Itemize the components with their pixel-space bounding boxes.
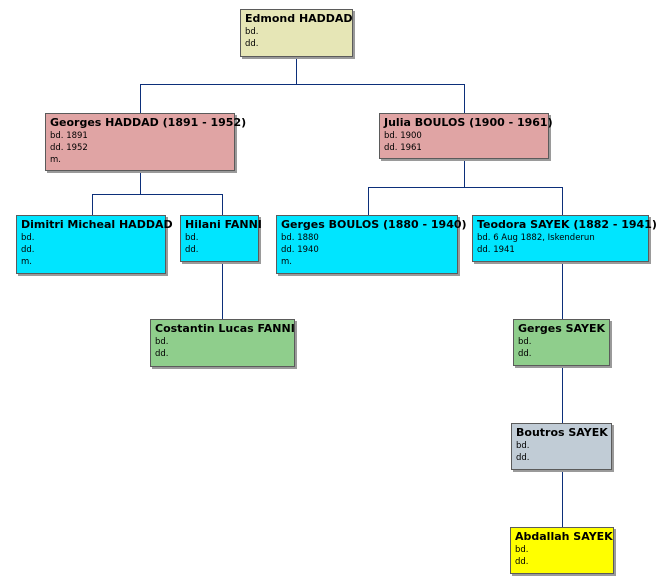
birth-detail: bd. [516, 441, 530, 451]
marriage-detail: m. [281, 257, 292, 267]
person-card-hilani-fanni[interactable]: Hilani FANNI bd. dd. [180, 215, 262, 262]
connector-line [140, 84, 464, 85]
person-name: Georges HADDAD (1891 - 1952) [50, 116, 247, 129]
connector-line [464, 159, 465, 187]
person-name: Edmond HADDAD [245, 12, 353, 25]
person-name: Teodora SAYEK (1882 - 1941) [477, 218, 657, 231]
person-name: Hilani FANNI [185, 218, 262, 231]
connector-line [562, 470, 563, 527]
person-card-abdallah-sayek[interactable]: Abdallah SAYEK bd. dd. [510, 527, 614, 574]
birth-detail: bd. 1880 [281, 233, 319, 243]
person-card-boutros-sayek[interactable]: Boutros SAYEK bd. dd. [511, 423, 612, 470]
birth-detail: bd. 6 Aug 1882, Iskenderun [477, 233, 595, 243]
connector-line [562, 262, 563, 319]
person-card-gerges-boulos[interactable]: Gerges BOULOS (1880 - 1940) bd. 1880 dd.… [276, 215, 467, 274]
connector-line [222, 262, 223, 319]
death-detail: dd. [185, 245, 199, 255]
connector-line [92, 194, 93, 215]
death-detail: dd. [21, 245, 35, 255]
death-detail: dd. [245, 39, 259, 49]
person-name: Boutros SAYEK [516, 426, 608, 439]
birth-detail: bd. [518, 337, 532, 347]
person-card-georges-haddad[interactable]: Georges HADDAD (1891 - 1952) bd. 1891 dd… [45, 113, 247, 171]
birth-detail: bd. [185, 233, 199, 243]
birth-detail: bd. [515, 545, 529, 555]
death-detail: dd. [515, 557, 529, 567]
connector-line [296, 57, 297, 84]
death-detail: dd. [516, 453, 530, 463]
birth-detail: bd. 1891 [50, 131, 88, 141]
connector-line [140, 84, 141, 113]
birth-detail: bd. 1900 [384, 131, 422, 141]
person-name: Costantin Lucas FANNI [155, 322, 295, 335]
birth-detail: bd. [155, 337, 169, 347]
person-name: Dimitri Micheal HADDAD [21, 218, 173, 231]
person-name: Gerges BOULOS (1880 - 1940) [281, 218, 467, 231]
connector-line [140, 171, 141, 194]
birth-detail: bd. [245, 27, 259, 37]
connector-line [562, 366, 563, 423]
person-card-teodora-sayek[interactable]: Teodora SAYEK (1882 - 1941) bd. 6 Aug 18… [472, 215, 657, 262]
connector-line [368, 187, 369, 215]
marriage-detail: m. [21, 257, 32, 267]
death-detail: dd. 1952 [50, 143, 88, 153]
person-card-gerges-sayek[interactable]: Gerges SAYEK bd. dd. [513, 319, 610, 366]
person-card-costantin-fanni[interactable]: Costantin Lucas FANNI bd. dd. [150, 319, 295, 367]
person-name: Abdallah SAYEK [515, 530, 613, 543]
person-name: Gerges SAYEK [518, 322, 606, 335]
person-card-edmond-haddad[interactable]: Edmond HADDAD bd. dd. [240, 9, 353, 57]
death-detail: dd. 1961 [384, 143, 422, 153]
death-detail: dd. [155, 349, 169, 359]
connector-line [92, 194, 222, 195]
connector-line [368, 187, 563, 188]
death-detail: dd. 1941 [477, 245, 515, 255]
connector-line [222, 194, 223, 215]
person-card-dimitri-haddad[interactable]: Dimitri Micheal HADDAD bd. dd. m. [16, 215, 173, 274]
death-detail: dd. 1940 [281, 245, 319, 255]
person-name: Julia BOULOS (1900 - 1961) [384, 116, 553, 129]
death-detail: dd. [518, 349, 532, 359]
birth-detail: bd. [21, 233, 35, 243]
marriage-detail: m. [50, 155, 61, 165]
connector-line [562, 187, 563, 215]
connector-line [464, 84, 465, 113]
person-card-julia-boulos[interactable]: Julia BOULOS (1900 - 1961) bd. 1900 dd. … [379, 113, 553, 159]
